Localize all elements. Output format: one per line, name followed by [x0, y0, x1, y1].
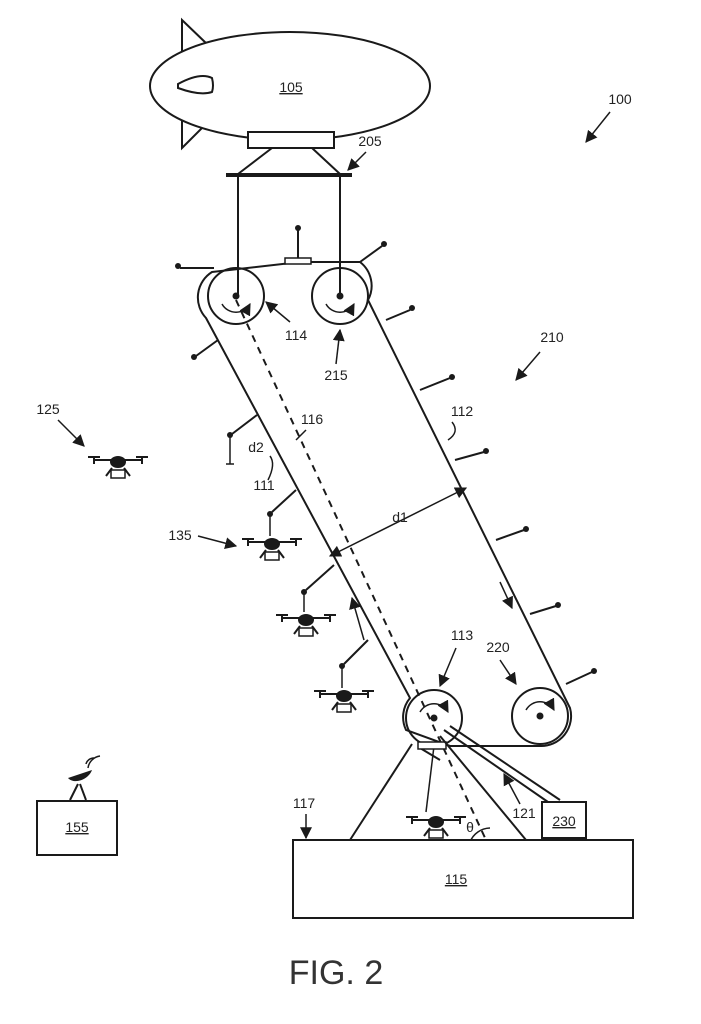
support-structure: θ 121 230: [350, 726, 586, 842]
label-ground-ref: 117: [293, 795, 316, 811]
label-remote-station: 155: [65, 819, 89, 835]
label-angle: θ: [466, 819, 474, 835]
remote-station: 155: [37, 756, 117, 855]
label-belt-right: 112: [451, 403, 474, 419]
label-width-d1: d1: [392, 509, 408, 525]
label-drone-free: 125: [36, 401, 60, 417]
drone-ground: [406, 746, 466, 838]
drone-attached: 135: [168, 514, 302, 560]
figure-caption: FIG. 2: [289, 954, 383, 992]
drone-carried-1: [276, 592, 336, 636]
label-spacing-d2: d2: [248, 439, 264, 455]
label-airship: 105: [279, 79, 303, 95]
label-system: 100: [608, 91, 632, 107]
drone-free: 125: [36, 401, 148, 478]
label-suspension: 205: [358, 133, 382, 149]
label-pulley-bottom-left: 113: [451, 627, 474, 643]
label-belt-left: 111: [253, 477, 274, 493]
label-frame: 210: [540, 329, 564, 345]
antenna-icon: [68, 756, 100, 800]
label-pulley-top-left: 114: [285, 327, 308, 343]
label-winch-box: 230: [552, 813, 576, 829]
airship: 105: [150, 20, 430, 148]
conveyor-frame: d1 114 215 210 112 116 d2 111 113 220: [175, 225, 597, 840]
label-drone-attached: 135: [168, 527, 192, 543]
label-base-station: 115: [445, 871, 468, 887]
label-pulley-bottom-right: 220: [486, 639, 510, 655]
label-tether: 121: [512, 805, 536, 821]
label-pulley-top-right: 215: [324, 367, 348, 383]
drone-carried-2: [314, 666, 374, 712]
label-centerline: 116: [301, 411, 324, 427]
